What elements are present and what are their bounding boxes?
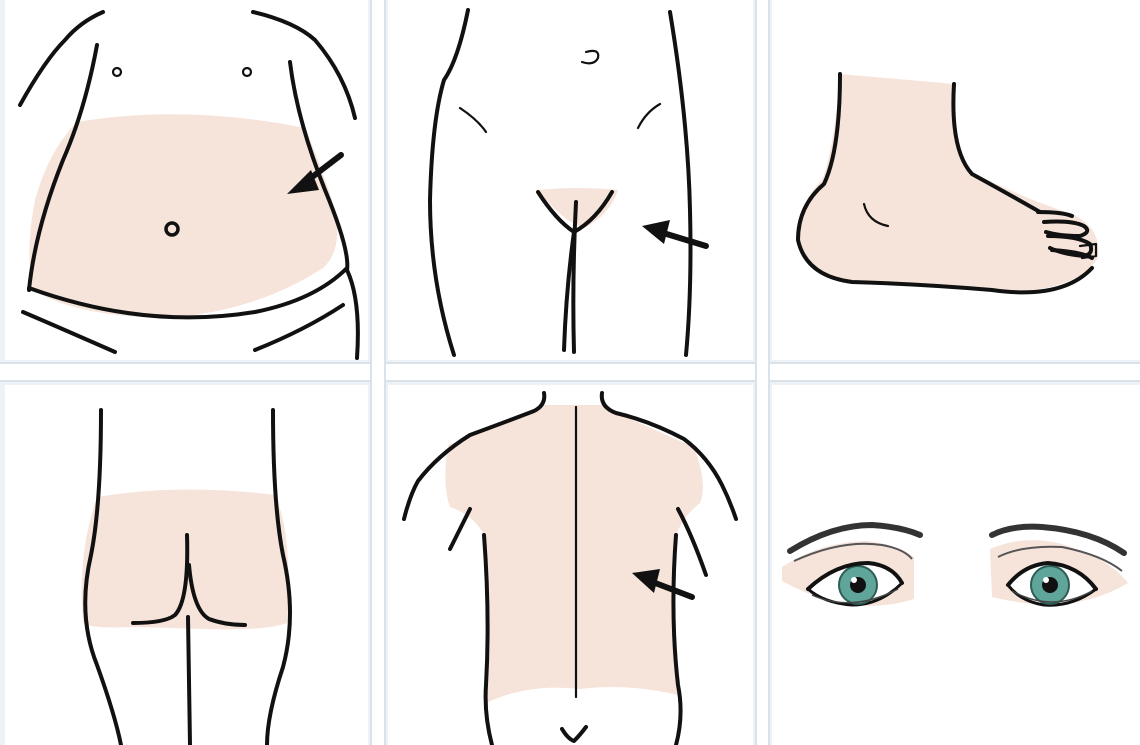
vertical-divider-2 (755, 0, 770, 745)
abdomen-left-shoulder-line (20, 12, 103, 105)
horizontal-divider (0, 362, 1140, 382)
foot-shaded-area (796, 74, 1098, 291)
foot-illustration (772, 0, 1140, 360)
back-left-arm-line (450, 509, 470, 549)
thigh-illustration (388, 0, 753, 360)
thigh-right-outline (670, 12, 691, 355)
vertical-divider-1 (370, 0, 386, 745)
thigh-left-outline (430, 10, 468, 355)
abdomen-right-shoulder-line (253, 12, 355, 118)
abdomen-shaded-area (29, 114, 337, 318)
thigh-leg-split-right (573, 202, 576, 352)
abdomen-left-nipple (113, 68, 121, 76)
back-illustration (388, 385, 753, 745)
panel-back (388, 385, 753, 745)
right-eye (990, 527, 1128, 606)
panel-foot (772, 0, 1140, 360)
panel-thigh (388, 0, 753, 360)
buttocks-leg-split (188, 617, 190, 745)
abdomen-right-nipple (243, 68, 251, 76)
thigh-left-hip-line (460, 108, 486, 132)
abdomen-illustration (5, 0, 368, 360)
back-cleft-mark (562, 727, 586, 741)
left-eye (782, 525, 920, 606)
thigh-navel-line (582, 51, 598, 63)
panel-abdomen (5, 0, 368, 360)
abdomen-waistband-bottom (23, 312, 115, 352)
buttocks-illustration (5, 385, 368, 745)
abdomen-waistband-right (255, 305, 343, 350)
back-right-arm-line (678, 509, 706, 575)
panel-eyes (772, 385, 1140, 745)
thigh-arrow-icon (642, 220, 706, 246)
buttocks-shaded-area (82, 489, 289, 629)
thigh-right-hip-line (638, 104, 660, 128)
panel-buttocks (5, 385, 368, 745)
eyes-illustration (772, 385, 1140, 745)
back-right-side-line (673, 535, 680, 745)
